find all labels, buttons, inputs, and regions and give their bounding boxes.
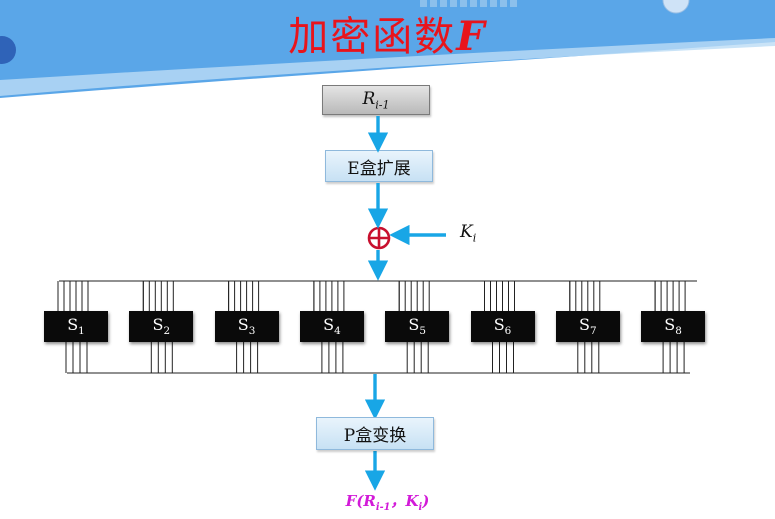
sbox-label: S3 — [237, 315, 256, 338]
permutation-box-label: P盒变换 — [343, 426, 407, 446]
header-banner — [0, 0, 775, 98]
sbox-label: S7 — [579, 315, 597, 338]
permutation-box: P盒变换 — [316, 417, 434, 450]
sbox-8: S8 — [641, 311, 706, 342]
input-block-label: Ri-1 — [362, 88, 390, 112]
sbox-label: S6 — [493, 315, 512, 338]
expansion-box-label: E盒扩展 — [347, 158, 411, 179]
input-block: Ri-1 — [322, 85, 430, 115]
banner-ornament-circle — [662, 0, 690, 14]
sbox-3: S3 — [214, 311, 279, 342]
expansion-box: E盒扩展 — [325, 150, 433, 182]
sbox-label: S1 — [67, 315, 85, 338]
sbox-label: S4 — [323, 315, 341, 338]
sbox-label: S2 — [152, 315, 171, 338]
sbox-5: S5 — [385, 311, 450, 342]
sbox-2: S2 — [129, 311, 194, 342]
round-key-label: Ki — [460, 222, 477, 245]
sbox-4: S4 — [299, 311, 364, 342]
sbox-label: S8 — [664, 315, 682, 338]
sbox-6: S6 — [470, 311, 535, 342]
page-title: 加密函数F — [288, 13, 487, 60]
sbox-1: S1 — [44, 311, 108, 342]
sbox-7: S7 — [555, 311, 620, 342]
output-expression: F(Ri-1，Ki) — [345, 492, 430, 513]
banner-ornament-circle — [0, 36, 16, 64]
sbox-label: S5 — [408, 315, 426, 338]
